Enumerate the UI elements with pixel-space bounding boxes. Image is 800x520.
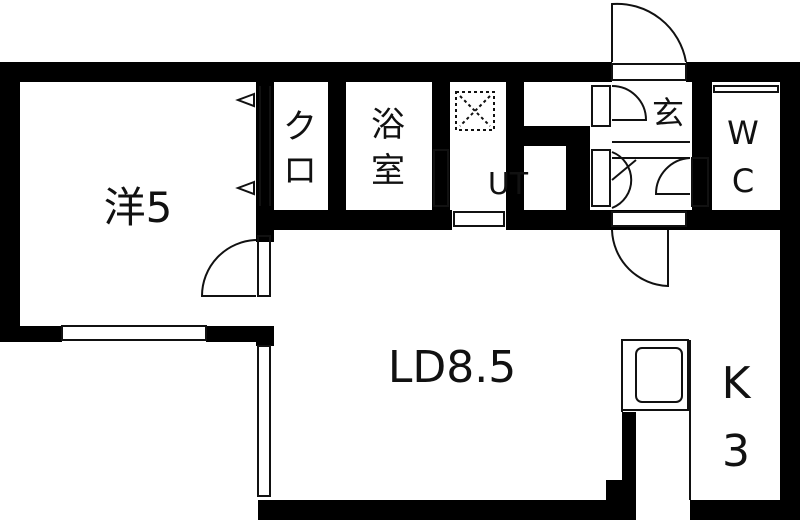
kitchen-label-top: K — [722, 358, 752, 409]
windows — [61, 63, 779, 497]
closet-label-top: ク — [283, 107, 317, 147]
toilet-label-top: W — [727, 114, 759, 152]
bath-label-top: 浴 — [371, 105, 405, 145]
kitchen-label-bottom: 3 — [722, 426, 750, 477]
doors — [200, 2, 691, 297]
western-room-label: 洋5 — [104, 183, 173, 232]
toilet-label-bottom: C — [732, 162, 754, 200]
bath-label-bottom: 室 — [371, 151, 405, 191]
utility-label: UT — [488, 167, 529, 202]
partitions — [257, 85, 709, 500]
closet-label-bottom: ロ — [283, 151, 317, 191]
living-dining-label: LD8.5 — [388, 342, 516, 393]
washer-pan — [455, 91, 495, 131]
entrance-label: 玄 — [652, 94, 684, 132]
closet-marks — [235, 92, 255, 196]
